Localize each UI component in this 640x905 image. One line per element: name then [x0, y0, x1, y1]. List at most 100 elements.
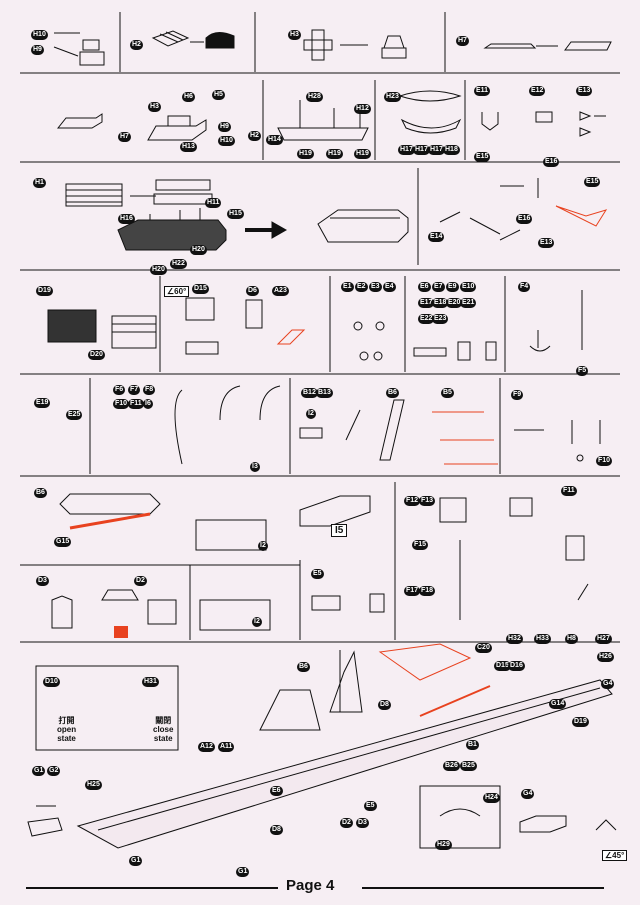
- step-label-h19: H19: [326, 149, 343, 159]
- step-label-e13: E13: [576, 86, 593, 96]
- step-label-h20: H20: [190, 245, 207, 255]
- step-label-f13: F13: [419, 496, 436, 506]
- step-label-h12: H12: [354, 104, 371, 114]
- step-label-d8: D8: [270, 825, 283, 835]
- step-label-b5: B5: [441, 388, 454, 398]
- step-label-h11: H11: [205, 198, 222, 208]
- step-label-d3: D3: [36, 576, 49, 586]
- step-label-f9: F9: [511, 390, 524, 400]
- step-label-h10: H10: [218, 136, 235, 146]
- step-label-e16: E16: [516, 214, 533, 224]
- step-label-h6: H6: [182, 92, 195, 102]
- row-2-dividers: [20, 80, 620, 163]
- step-label-h19: H19: [354, 149, 371, 159]
- part-h7-hull: [483, 41, 612, 51]
- part-searchlight-platforms: [59, 493, 371, 631]
- row-6-dividers: [20, 482, 620, 643]
- step-label-f10: F10: [113, 399, 130, 409]
- part-cutter: [398, 90, 462, 134]
- step-label-h15: H15: [227, 209, 244, 219]
- step-label-h19: H19: [297, 149, 314, 159]
- step-label-g1: G1: [129, 856, 143, 866]
- step-label-g2: G2: [47, 766, 61, 776]
- step-label-e17: E17: [418, 298, 435, 308]
- step-label-b1: B1: [466, 740, 479, 750]
- step-label-d15: D15: [192, 284, 209, 294]
- part-h2-grid: [151, 30, 235, 49]
- step-label-e3: E3: [369, 282, 382, 292]
- step-label-e23: E23: [432, 314, 449, 324]
- step-label-c20: C20: [475, 643, 492, 653]
- step-label-h29: H29: [435, 840, 452, 850]
- part-masts: [439, 497, 589, 620]
- step-label-f11: F11: [128, 399, 144, 409]
- step-label-d20: D20: [88, 350, 105, 360]
- step-label-h3: H3: [288, 30, 301, 40]
- step-label-g15: G15: [54, 537, 72, 547]
- step-label-h1: H1: [33, 178, 46, 188]
- step-label-b25: B25: [460, 761, 477, 771]
- part-towers: [51, 589, 385, 638]
- step-label-d19: D19: [36, 286, 53, 296]
- step-label-f12: F12: [404, 496, 421, 506]
- step-label-d16: D16: [508, 661, 525, 671]
- part-assembled-deck: [317, 209, 409, 243]
- step-label-h9: H9: [31, 45, 44, 55]
- step-label-h31: H31: [142, 677, 159, 687]
- step-label-d3: D3: [356, 818, 369, 828]
- step-label-e10: E10: [460, 282, 477, 292]
- step-label-g1: G1: [236, 867, 250, 877]
- part-crane-deck: [47, 309, 157, 349]
- step-label-d10: D10: [43, 677, 60, 687]
- step-label-d2: D2: [340, 818, 353, 828]
- step-label-f7: F7: [128, 385, 141, 395]
- step-label-f11: F11: [561, 486, 577, 496]
- step-label-h14: H14: [266, 135, 283, 145]
- step-label-i6: I6: [143, 399, 153, 409]
- step-label-h2: H2: [130, 40, 143, 50]
- step-label-e7: E7: [432, 282, 445, 292]
- step-label-e12: E12: [529, 86, 546, 96]
- step-label-b13: B13: [316, 388, 333, 398]
- step-label-g1: G1: [32, 766, 46, 776]
- step-label-h22: H22: [170, 259, 187, 269]
- step-label-b26: B26: [443, 761, 460, 771]
- part-wheels: [353, 321, 385, 361]
- step-label-b12: B12: [301, 388, 318, 398]
- step-label-h7: H7: [118, 132, 131, 142]
- step-label-h27: H27: [595, 634, 612, 644]
- step-label-g4: G4: [601, 679, 615, 689]
- step-label-h3: H3: [148, 102, 161, 112]
- step-label-d19: D19: [572, 717, 589, 727]
- part-small-boat: [56, 113, 207, 141]
- main-hull: [76, 643, 613, 849]
- step-label-h8: H8: [565, 634, 578, 644]
- step-label-i2: I2: [306, 409, 316, 419]
- step-label-a12: A12: [198, 742, 215, 752]
- step-label-f17: F17: [404, 586, 421, 596]
- step-label-f5: F5: [576, 366, 589, 376]
- step-label-e6: E6: [270, 786, 283, 796]
- step-label-f15: F15: [412, 540, 429, 550]
- angle-note: ∠60°: [164, 286, 190, 297]
- step-label-e6: E6: [418, 282, 431, 292]
- part-boat-deck-rack: [65, 179, 213, 207]
- row-4-dividers: [20, 276, 620, 375]
- step-label-d15: D15: [494, 661, 511, 671]
- page-footer: Page 4: [0, 877, 640, 897]
- step-label-h20: H20: [150, 265, 167, 275]
- step-label-e14: E14: [428, 232, 445, 242]
- step-label-i2: I2: [258, 541, 268, 551]
- step-label-e20: E20: [446, 298, 463, 308]
- row-5-dividers: [20, 378, 620, 477]
- step-label-h18: H18: [443, 145, 460, 155]
- step-label-h33: H33: [534, 634, 551, 644]
- part-small-anchors: [514, 420, 601, 462]
- step-label-d2: D2: [134, 576, 147, 586]
- step-label-h2: H2: [248, 131, 261, 141]
- page-number: Page 4: [286, 877, 335, 894]
- step-label-i2: I2: [252, 617, 262, 627]
- step-label-h17: H17: [413, 145, 430, 155]
